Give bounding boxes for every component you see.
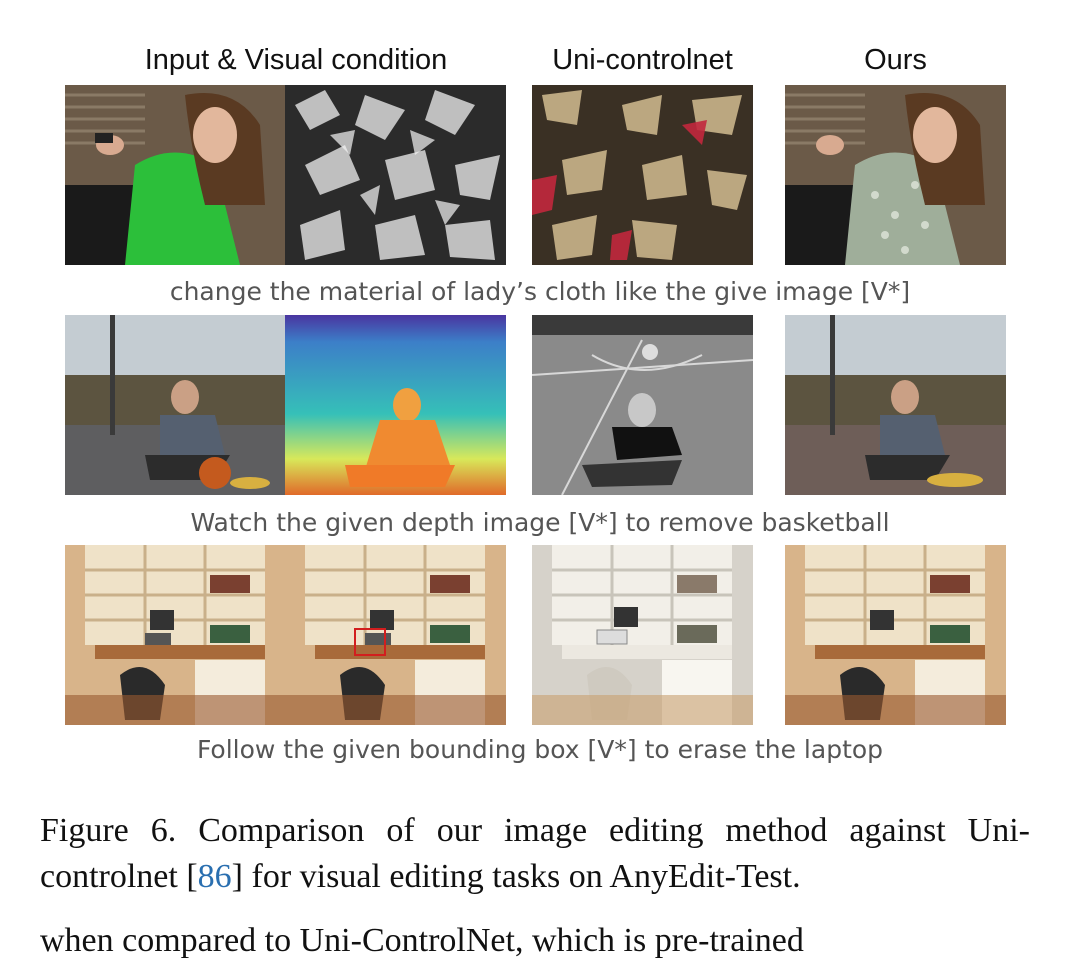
image-office-laptop-erased (785, 545, 1006, 725)
image-man-with-basketball (65, 315, 286, 495)
instruction-caption-row-3: Follow the given bounding box [V*] to er… (196, 735, 884, 764)
figure-caption-text: Figure 6. Comparison of our image editin… (40, 812, 1030, 895)
figure-caption: Figure 6. Comparison of our image editin… (40, 808, 1030, 900)
header-input-visual-condition: Input & Visual condition (144, 44, 448, 76)
header-uni-controlnet: Uni-controlnet (552, 44, 733, 76)
image-office-with-laptop (65, 545, 286, 725)
body-text-line: when compared to Uni-ControlNet, which i… (40, 922, 804, 959)
figure-caption-text-end: ] for visual editing tasks on AnyEdit-Te… (231, 858, 801, 895)
image-lady-sequin-cloth (785, 85, 1006, 265)
instruction-caption-row-2: Watch the given depth image [V*] to remo… (190, 508, 890, 537)
image-foil-baseline (532, 85, 753, 265)
image-lady-green-shirt (65, 85, 286, 265)
image-depth-map (285, 315, 506, 495)
citation-link-86[interactable]: 86 (197, 858, 232, 895)
header-ours: Ours (864, 44, 927, 76)
instruction-caption-row-1: change the material of lady’s cloth like… (169, 277, 911, 306)
image-crumpled-foil (285, 85, 506, 265)
image-bw-basketball-court (532, 315, 753, 495)
image-man-without-basketball (785, 315, 1006, 495)
image-office-bounding-box (285, 545, 506, 725)
image-office-baseline (532, 545, 753, 725)
